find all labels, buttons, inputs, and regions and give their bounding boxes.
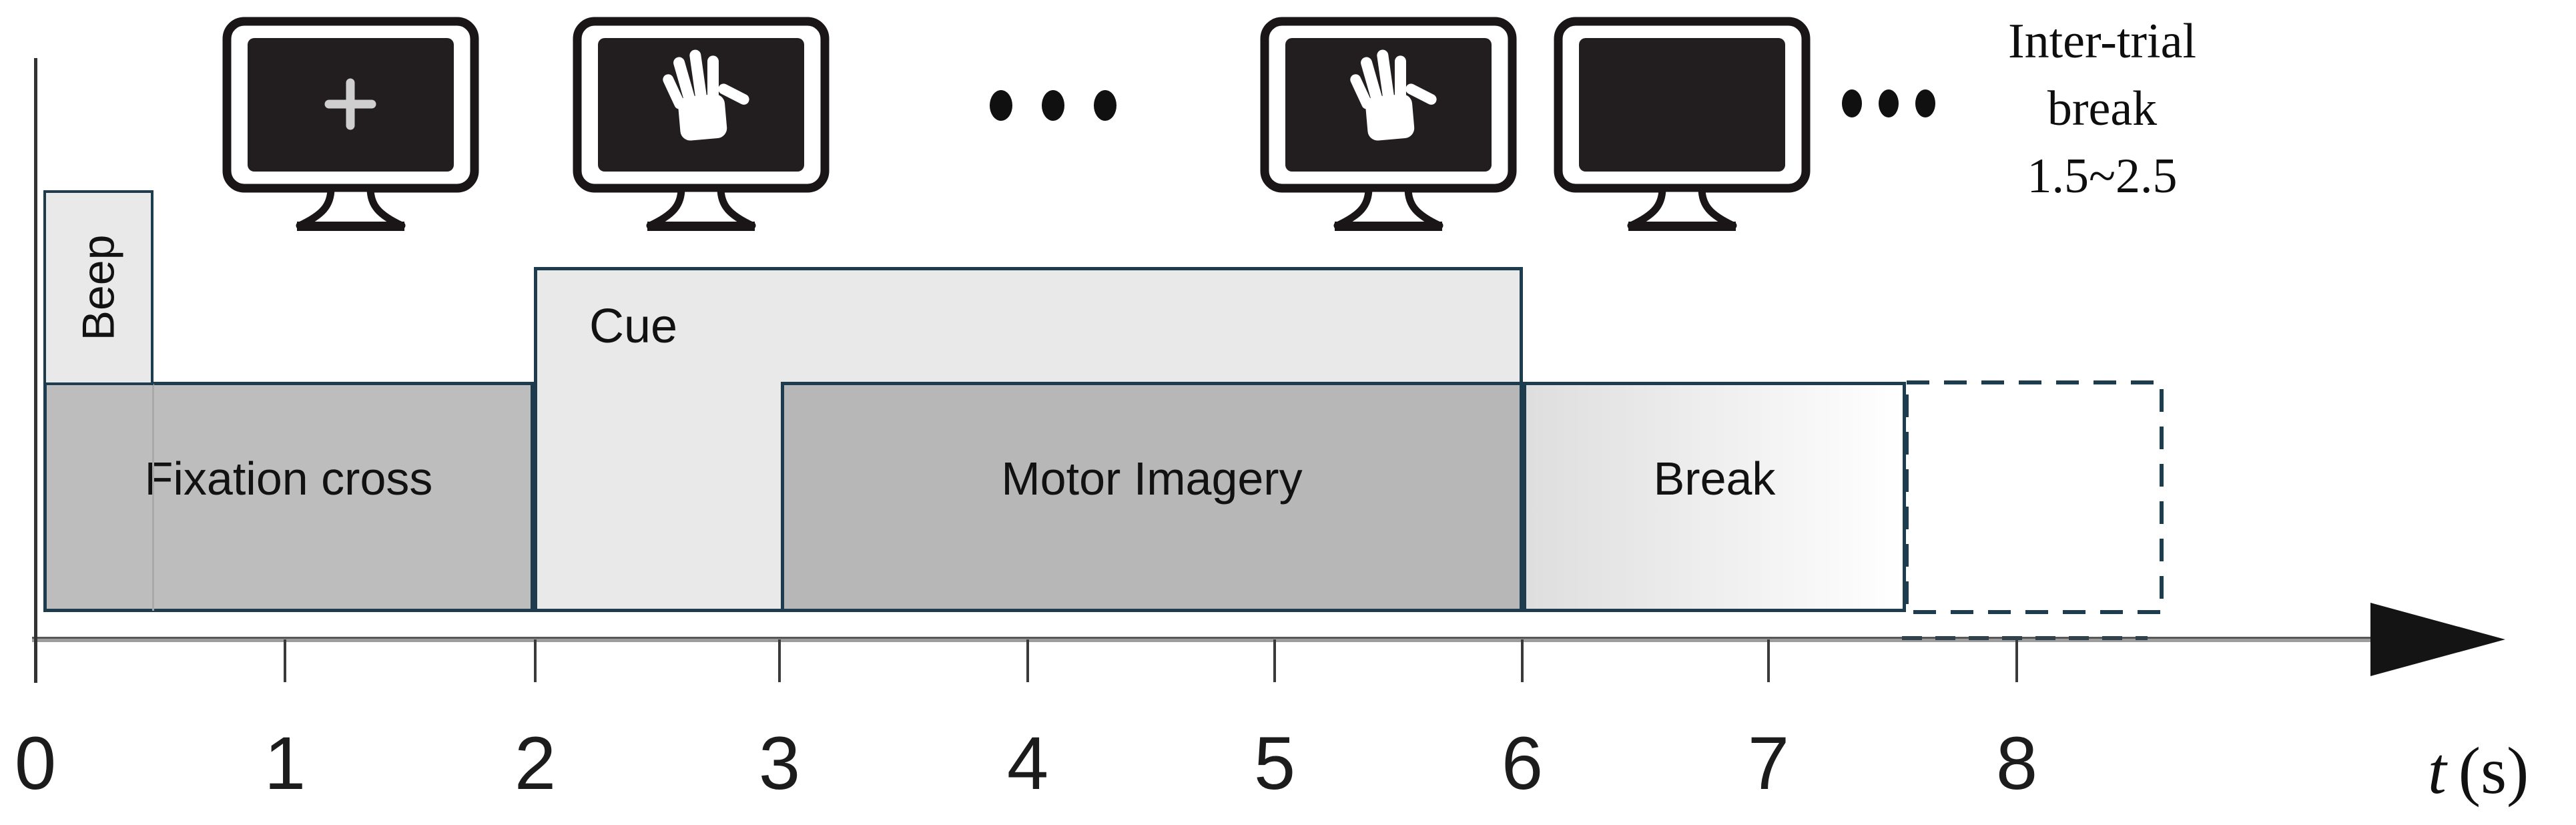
ellipsis-dot <box>1879 89 1899 117</box>
inter-trial-annotation: Inter-trial break 1.5~2.5 <box>1935 8 2269 210</box>
tick-label-6: 6 <box>1501 722 1544 805</box>
monitor-blank-screen-icon <box>1554 17 1811 231</box>
tick-6 <box>1521 639 1524 682</box>
ellipsis-dot <box>990 90 1012 121</box>
tick-label-5: 5 <box>1253 722 1296 805</box>
fixation-cross-glyph <box>324 78 376 130</box>
tick-label-1: 1 <box>264 722 306 805</box>
y-axis-line <box>34 58 37 683</box>
tick-label-8: 8 <box>1995 722 2038 805</box>
monitor-hand-cue-icon <box>573 17 830 231</box>
motor-imagery-phase-box: Motor Imagery <box>781 382 1523 612</box>
tick-4 <box>1026 639 1029 682</box>
annotation-line-2: break <box>2047 81 2158 136</box>
monitor-fixation-cross-icon <box>222 17 479 231</box>
tick-7 <box>1767 639 1770 682</box>
cue-label: Cue <box>589 300 678 353</box>
annotation-line-1: Inter-trial <box>2007 14 2197 69</box>
ellipsis-dot <box>1915 89 1935 117</box>
tick-8 <box>2015 639 2018 682</box>
tick-label-7: 7 <box>1747 722 1790 805</box>
break-phase-box: Break <box>1523 382 1906 612</box>
ellipsis-dot <box>1094 90 1116 121</box>
inter-trial-dashed-box <box>1905 380 2164 614</box>
time-axis-line <box>32 637 2408 642</box>
ellipsis-dot <box>1042 90 1064 121</box>
time-axis-label: t(s) <box>2428 734 2529 808</box>
beep-label: Beep <box>73 234 124 341</box>
hand-glyph <box>1350 49 1437 141</box>
motor-imagery-label: Motor Imagery <box>1001 453 1303 505</box>
monitor-hand-cue-icon <box>1260 17 1517 231</box>
fixation-cross-label: Fixation cross <box>144 453 433 505</box>
tick-1 <box>284 639 286 682</box>
fixation-cross-phase-box: Fixation cross <box>43 382 534 612</box>
tick-label-2: 2 <box>514 722 557 805</box>
hand-glyph <box>663 49 749 141</box>
time-units: (s) <box>2458 734 2529 808</box>
beep-phase-box: Beep <box>43 190 153 385</box>
tick-label-0: 0 <box>14 722 57 805</box>
break-label: Break <box>1653 453 1776 505</box>
axis-dashed-overlay <box>1902 636 2148 640</box>
tick-3 <box>778 639 781 682</box>
tick-label-3: 3 <box>758 722 801 805</box>
axis-arrowhead-icon <box>2370 603 2505 676</box>
ellipsis-dot <box>1842 89 1862 117</box>
tick-label-4: 4 <box>1006 722 1049 805</box>
tick-2 <box>534 639 537 682</box>
annotation-line-3: 1.5~2.5 <box>2027 149 2178 204</box>
tick-5 <box>1273 639 1276 682</box>
time-variable: t <box>2428 734 2447 808</box>
beep-offset-trace-line <box>152 384 154 611</box>
